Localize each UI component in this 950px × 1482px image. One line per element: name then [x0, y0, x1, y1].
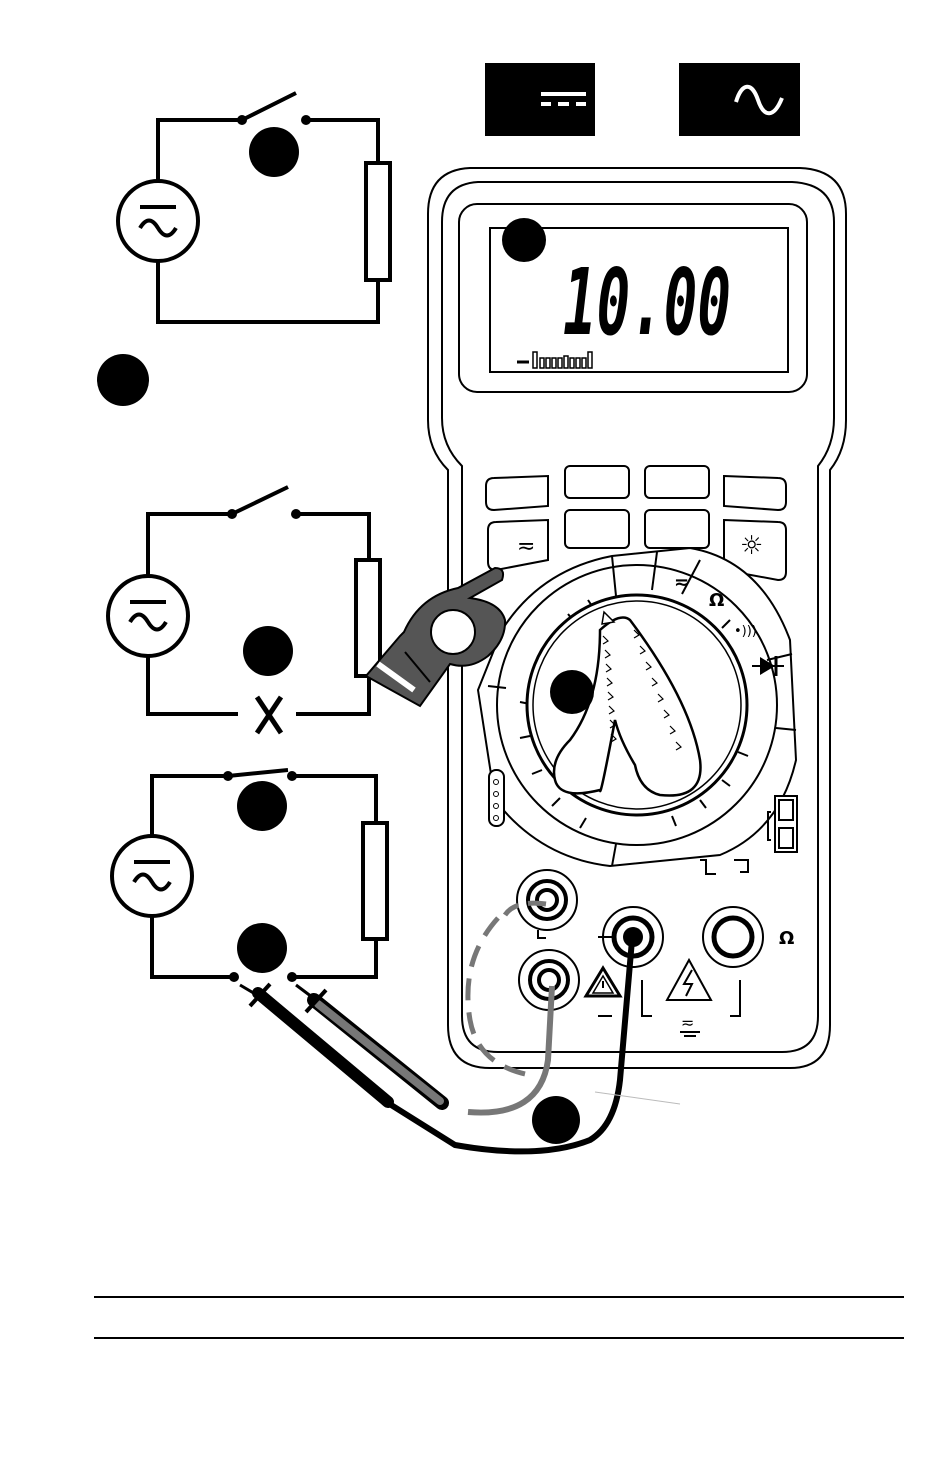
callout-marker-display: [502, 218, 546, 262]
terminal-ohm-label: Ω: [779, 928, 794, 949]
function-button-3[interactable]: [645, 466, 709, 498]
callout-marker-2: [243, 626, 293, 676]
ac-mode-indicator: [679, 63, 800, 136]
side-indicator-leds: [489, 770, 504, 826]
function-button-1[interactable]: [486, 476, 548, 510]
terminal-common-upper[interactable]: [517, 870, 577, 930]
circuit-broken-wire: [108, 487, 380, 733]
function-button-6[interactable]: [645, 510, 709, 548]
circuit-open-switch: [118, 93, 390, 322]
function-button-5[interactable]: [565, 510, 629, 548]
terminal-ac-dc-label: ≂: [681, 1013, 694, 1032]
callout-marker-3: [237, 781, 287, 831]
dial-ohm-label: Ω: [709, 590, 724, 611]
backlight-icon: ☼: [740, 531, 763, 561]
callout-marker-leads: [532, 1096, 580, 1144]
dial-ac-dc-position-label: ≂: [674, 572, 689, 593]
callout-marker-1: [249, 127, 299, 177]
ac-dc-button-symbol: ≂: [517, 534, 535, 559]
callout-marker-dial: [550, 670, 594, 714]
dc-mode-indicator: [485, 63, 595, 136]
callout-marker-4: [237, 923, 287, 973]
dial-continuity-label: •))): [734, 624, 757, 639]
callout-marker-step: [97, 354, 149, 406]
function-button-2[interactable]: [565, 466, 629, 498]
function-button-4[interactable]: [724, 476, 786, 510]
terminal-ohm-input[interactable]: [703, 907, 763, 967]
display-reading: 10.00: [563, 249, 731, 356]
